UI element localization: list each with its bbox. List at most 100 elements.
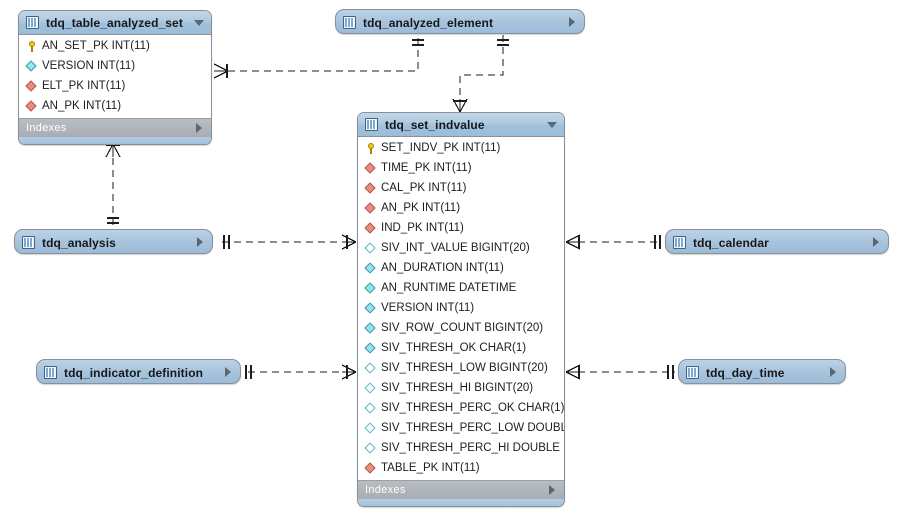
table-column[interactable]: SIV_THRESH_PERC_OK CHAR(1) bbox=[358, 398, 564, 418]
table-column[interactable]: AN_DURATION INT(11) bbox=[358, 258, 564, 278]
table-column[interactable]: ELT_PK INT(11) bbox=[19, 76, 211, 96]
relationship-tas-analyzed-element[interactable] bbox=[213, 35, 424, 79]
column-diamond-icon bbox=[364, 382, 377, 395]
column-label: TIME_PK INT(11) bbox=[381, 162, 472, 174]
column-label: VERSION INT(11) bbox=[42, 60, 136, 72]
primary-key-icon bbox=[25, 40, 38, 53]
column-label: AN_DURATION INT(11) bbox=[381, 262, 504, 274]
column-label: SIV_THRESH_LOW BIGINT(20) bbox=[381, 362, 548, 374]
relationship-set-indvalue-day-time[interactable] bbox=[565, 364, 675, 380]
column-list: SET_INDV_PK INT(11) TIME_PK INT(11) CAL_… bbox=[358, 137, 564, 480]
table-column[interactable]: AN_PK INT(11) bbox=[358, 198, 564, 218]
foreign-key-diamond-icon bbox=[364, 182, 377, 195]
table-icon bbox=[22, 236, 35, 249]
table-tdq_analysis[interactable]: tdq_analysis bbox=[14, 229, 213, 254]
table-footer bbox=[19, 137, 211, 144]
chevron-down-icon[interactable] bbox=[194, 17, 205, 28]
table-header[interactable]: tdq_day_time bbox=[679, 360, 845, 383]
table-column[interactable]: AN_PK INT(11) bbox=[19, 96, 211, 116]
column-diamond-icon bbox=[364, 242, 377, 255]
column-label: CAL_PK INT(11) bbox=[381, 182, 467, 194]
table-column[interactable]: SET_INDV_PK INT(11) bbox=[358, 138, 564, 158]
table-column[interactable]: TABLE_PK INT(11) bbox=[358, 458, 564, 478]
column-label: SIV_THRESH_OK CHAR(1) bbox=[381, 342, 527, 354]
table-tdq_indicator_definition[interactable]: tdq_indicator_definition bbox=[36, 359, 241, 384]
table-icon bbox=[343, 16, 356, 29]
table-icon bbox=[44, 366, 57, 379]
column-label: VERSION INT(11) bbox=[381, 302, 475, 314]
table-tdq_calendar[interactable]: tdq_calendar bbox=[665, 229, 889, 254]
column-label: SIV_THRESH_HI BIGINT(20) bbox=[381, 382, 534, 394]
table-name: tdq_day_time bbox=[706, 365, 785, 380]
table-column[interactable]: CAL_PK INT(11) bbox=[358, 178, 564, 198]
table-column[interactable]: SIV_ROW_COUNT BIGINT(20) bbox=[358, 318, 564, 338]
table-header[interactable]: tdq_indicator_definition bbox=[37, 360, 240, 383]
column-diamond-icon bbox=[364, 262, 377, 275]
chevron-down-icon[interactable] bbox=[547, 119, 558, 130]
column-label: SIV_THRESH_PERC_OK CHAR(1) bbox=[381, 402, 565, 414]
chevron-right-icon[interactable] bbox=[567, 17, 578, 28]
table-name: tdq_table_analyzed_set bbox=[46, 15, 183, 30]
table-name: tdq_calendar bbox=[693, 235, 769, 250]
relationship-set-indvalue-calendar[interactable] bbox=[565, 234, 662, 250]
table-column[interactable]: VERSION INT(11) bbox=[19, 56, 211, 76]
column-label: AN_SET_PK INT(11) bbox=[42, 40, 150, 52]
column-diamond-icon bbox=[364, 342, 377, 355]
chevron-right-icon[interactable] bbox=[828, 367, 839, 378]
table-column[interactable]: SIV_THRESH_PERC_HI DOUBLE bbox=[358, 438, 564, 458]
column-label: SET_INDV_PK INT(11) bbox=[381, 142, 501, 154]
table-header[interactable]: tdq_table_analyzed_set bbox=[19, 11, 211, 35]
column-label: IND_PK INT(11) bbox=[381, 222, 464, 234]
table-column[interactable]: SIV_THRESH_OK CHAR(1) bbox=[358, 338, 564, 358]
table-tdq_set_indvalue[interactable]: tdq_set_indvalue SET_INDV_PK INT(11) TIM… bbox=[357, 112, 565, 507]
column-label: SIV_ROW_COUNT BIGINT(20) bbox=[381, 322, 544, 334]
table-column[interactable]: SIV_THRESH_HI BIGINT(20) bbox=[358, 378, 564, 398]
table-name: tdq_analysis bbox=[42, 235, 116, 250]
indexes-section[interactable]: Indexes bbox=[358, 480, 564, 499]
relationship-indicator-definition-set-indvalue[interactable] bbox=[245, 364, 357, 380]
column-label: AN_PK INT(11) bbox=[42, 100, 122, 112]
chevron-right-icon[interactable] bbox=[223, 367, 234, 378]
table-icon bbox=[686, 366, 699, 379]
table-column[interactable]: AN_RUNTIME DATETIME bbox=[358, 278, 564, 298]
foreign-key-diamond-icon bbox=[364, 222, 377, 235]
chevron-right-icon[interactable] bbox=[547, 484, 558, 496]
table-column[interactable]: SIV_THRESH_LOW BIGINT(20) bbox=[358, 358, 564, 378]
chevron-right-icon[interactable] bbox=[871, 237, 882, 248]
primary-key-icon bbox=[364, 142, 377, 155]
relationship-tas-analysis[interactable] bbox=[105, 143, 121, 228]
table-tdq_table_analyzed_set[interactable]: tdq_table_analyzed_set AN_SET_PK INT(11)… bbox=[18, 10, 212, 145]
column-diamond-icon bbox=[364, 402, 377, 415]
chevron-right-icon[interactable] bbox=[194, 122, 205, 134]
column-label: ELT_PK INT(11) bbox=[42, 80, 126, 92]
table-header[interactable]: tdq_analysis bbox=[15, 230, 212, 253]
table-column[interactable]: VERSION INT(11) bbox=[358, 298, 564, 318]
column-diamond-icon bbox=[364, 322, 377, 335]
table-icon bbox=[673, 236, 686, 249]
table-tdq_day_time[interactable]: tdq_day_time bbox=[678, 359, 846, 384]
table-column[interactable]: SIV_THRESH_PERC_LOW DOUBLE bbox=[358, 418, 564, 438]
table-header[interactable]: tdq_set_indvalue bbox=[358, 113, 564, 137]
chevron-right-icon[interactable] bbox=[195, 237, 206, 248]
table-name: tdq_indicator_definition bbox=[64, 365, 204, 380]
indexes-label: Indexes bbox=[26, 122, 67, 134]
table-header[interactable]: tdq_analyzed_element bbox=[336, 10, 584, 33]
foreign-key-diamond-icon bbox=[364, 462, 377, 475]
table-column[interactable]: TIME_PK INT(11) bbox=[358, 158, 564, 178]
table-column[interactable]: IND_PK INT(11) bbox=[358, 218, 564, 238]
indexes-label: Indexes bbox=[365, 484, 406, 496]
table-tdq_analyzed_element[interactable]: tdq_analyzed_element bbox=[335, 9, 585, 34]
indexes-section[interactable]: Indexes bbox=[19, 118, 211, 137]
column-label: AN_PK INT(11) bbox=[381, 202, 461, 214]
column-diamond-icon bbox=[25, 60, 38, 73]
table-column[interactable]: AN_SET_PK INT(11) bbox=[19, 36, 211, 56]
table-icon bbox=[365, 118, 378, 131]
table-header[interactable]: tdq_calendar bbox=[666, 230, 888, 253]
table-column[interactable]: SIV_INT_VALUE BIGINT(20) bbox=[358, 238, 564, 258]
relationship-analysis-set-indvalue[interactable] bbox=[222, 234, 357, 250]
relationship-analyzed-element-set-indvalue[interactable] bbox=[452, 35, 509, 113]
column-diamond-icon bbox=[364, 282, 377, 295]
foreign-key-diamond-icon bbox=[25, 80, 38, 93]
column-label: AN_RUNTIME DATETIME bbox=[381, 282, 517, 294]
